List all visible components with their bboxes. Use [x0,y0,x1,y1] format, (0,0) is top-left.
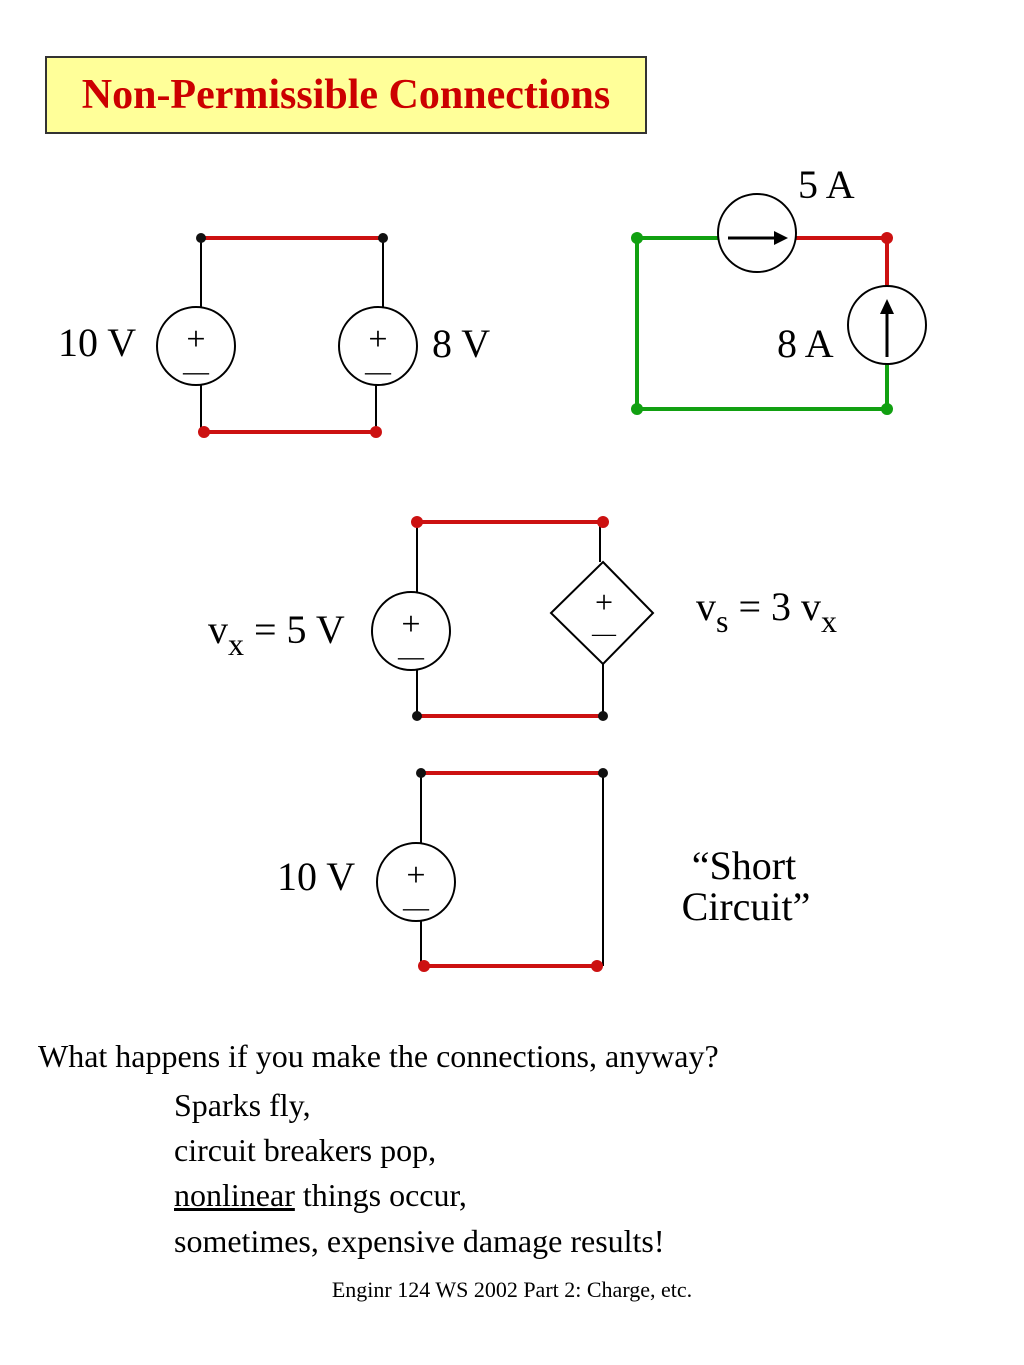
node-dot [418,960,430,972]
circuit-parallel-voltage-sources: + — + — 10 V 8 V [58,233,490,438]
minus-sign: — [364,357,392,386]
label-10v: 10 V [277,854,355,899]
plus-sign: + [595,584,613,620]
arrow-up-icon [880,299,894,357]
label-vx-5v: vx = 5 V [208,607,345,662]
circuit-diagrams: + — + — 10 V 8 V [58,162,927,972]
node-dot [370,426,382,438]
node-dot [881,403,893,415]
node-dot [411,516,423,528]
plus-sign: + [368,321,387,358]
voltage-source: + — [371,591,451,671]
current-source-right [847,285,927,365]
title-box: Non-Permissible Connections [45,56,647,134]
label-vs-3vx: vs = 3 vx [696,584,837,639]
node-dot [591,960,603,972]
node-dot [631,403,643,415]
node-dot [378,233,388,243]
consequence-line-1: Sparks fly, [174,1087,311,1123]
minus-sign: — [591,621,617,647]
consequence-line-3: nonlinear things occur, [174,1179,467,1211]
circuit-dependent-source: + — + — vx = 5 V vs = 3 vx [208,516,837,721]
node-dot [412,711,422,721]
circuit-series-current-sources: 5 A 8 A [631,162,927,415]
line-rest: things occur, [294,1177,467,1213]
node-dot [416,768,426,778]
footer: Enginr 124 WS 2002 Part 2: Charge, etc. [331,1277,693,1302]
minus-sign: — [182,357,210,386]
dependent-voltage-source: + — [549,560,655,666]
plus-sign: + [401,606,420,643]
voltage-source-right: + — [338,306,418,386]
consequence-line-2: circuit breakers pop, [174,1132,437,1168]
label-5a: 5 A [798,162,855,207]
label-8a: 8 A [777,321,834,366]
plus-sign: + [406,857,425,894]
page-title: Non-Permissible Connections [81,72,611,118]
node-dot [881,232,893,244]
node-dot [597,516,609,528]
short-circuit-note-line2: Circuit” [682,884,811,929]
underlined-word: nonlinear [174,1177,295,1213]
minus-sign: — [397,642,425,671]
short-circuit-note-line1: “Short [692,843,796,888]
question-text: What happens if you make the connections… [38,1038,719,1074]
arrow-right-icon [728,231,788,245]
circuit-short-circuit: + — 10 V “Short Circuit” [277,768,810,972]
label-10v: 10 V [58,320,136,365]
node-dot [598,768,608,778]
current-source-top [717,193,797,273]
minus-sign: — [402,893,430,922]
consequence-line-4: sometimes, expensive damage results! [174,1223,665,1259]
voltage-source-left: + — [156,306,236,386]
node-dot [631,232,643,244]
node-dot [196,233,206,243]
voltage-source: + — [376,842,456,922]
plus-sign: + [186,321,205,358]
node-dot [598,711,608,721]
label-8v: 8 V [432,321,490,366]
node-dot [198,426,210,438]
